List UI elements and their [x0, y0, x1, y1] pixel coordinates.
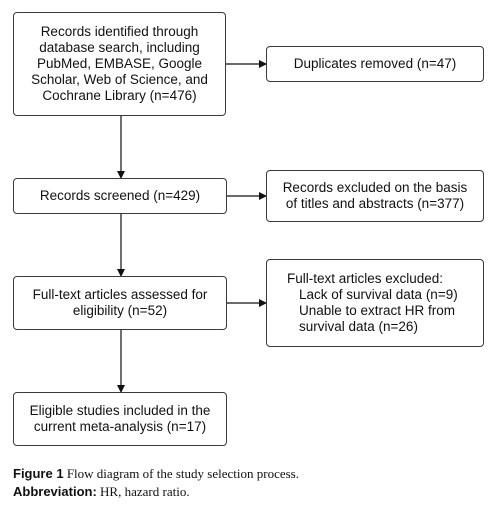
exclusion-reason: Lack of survival data (n=9)	[299, 287, 458, 302]
records-identified-box: Records identified through database sear…	[13, 12, 226, 116]
box-text-line: Scholar, Web of Science, and	[31, 72, 208, 87]
abbreviation-note: Abbreviation: HR, hazard ratio.	[13, 483, 190, 501]
figure-label: Figure 1	[13, 466, 64, 481]
figure-caption: Figure 1 Flow diagram of the study selec…	[13, 465, 299, 483]
records-screened-box: Records screened (n=429)	[13, 178, 227, 214]
box-text-line: Records excluded on the basis	[282, 180, 468, 195]
exclusion-reason: survival data (n=26)	[299, 319, 418, 334]
exclusion-reason: Unable to extract HR from	[299, 303, 456, 318]
box-text-line: Duplicates removed (n=47)	[293, 56, 457, 71]
box-text-line: eligibility (n=52)	[72, 303, 168, 318]
abbreviation-label: Abbreviation:	[13, 484, 97, 499]
fulltext-assessed-box: Full-text articles assessed for eligibil…	[13, 276, 227, 330]
box-text-line: Records screened (n=429)	[39, 188, 201, 203]
box-text-line: current meta-analysis (n=17)	[33, 419, 207, 434]
box-text-line: of titles and abstracts (n=377)	[285, 196, 465, 211]
figure-caption-text: Flow diagram of the study selection proc…	[66, 466, 299, 481]
duplicates-removed-box: Duplicates removed (n=47)	[266, 46, 484, 82]
exclusion-heading: Full-text articles excluded:	[287, 271, 444, 286]
box-text-line: Cochrane Library (n=476)	[42, 88, 197, 103]
records-excluded-box: Records excluded on the basis of titles …	[266, 170, 484, 222]
box-text-line: Full-text articles assessed for	[32, 287, 208, 302]
box-text-line: database search, including	[39, 40, 200, 55]
box-text-line: Eligible studies included in the	[29, 403, 211, 418]
studies-included-box: Eligible studies included in the current…	[13, 392, 227, 446]
box-text-line: Records identified through	[40, 24, 199, 39]
fulltext-excluded-box: Full-text articles excluded: Lack of sur…	[266, 259, 484, 347]
box-text-line: PubMed, EMBASE, Google	[36, 56, 203, 71]
abbreviation-text: HR, hazard ratio.	[100, 484, 190, 499]
